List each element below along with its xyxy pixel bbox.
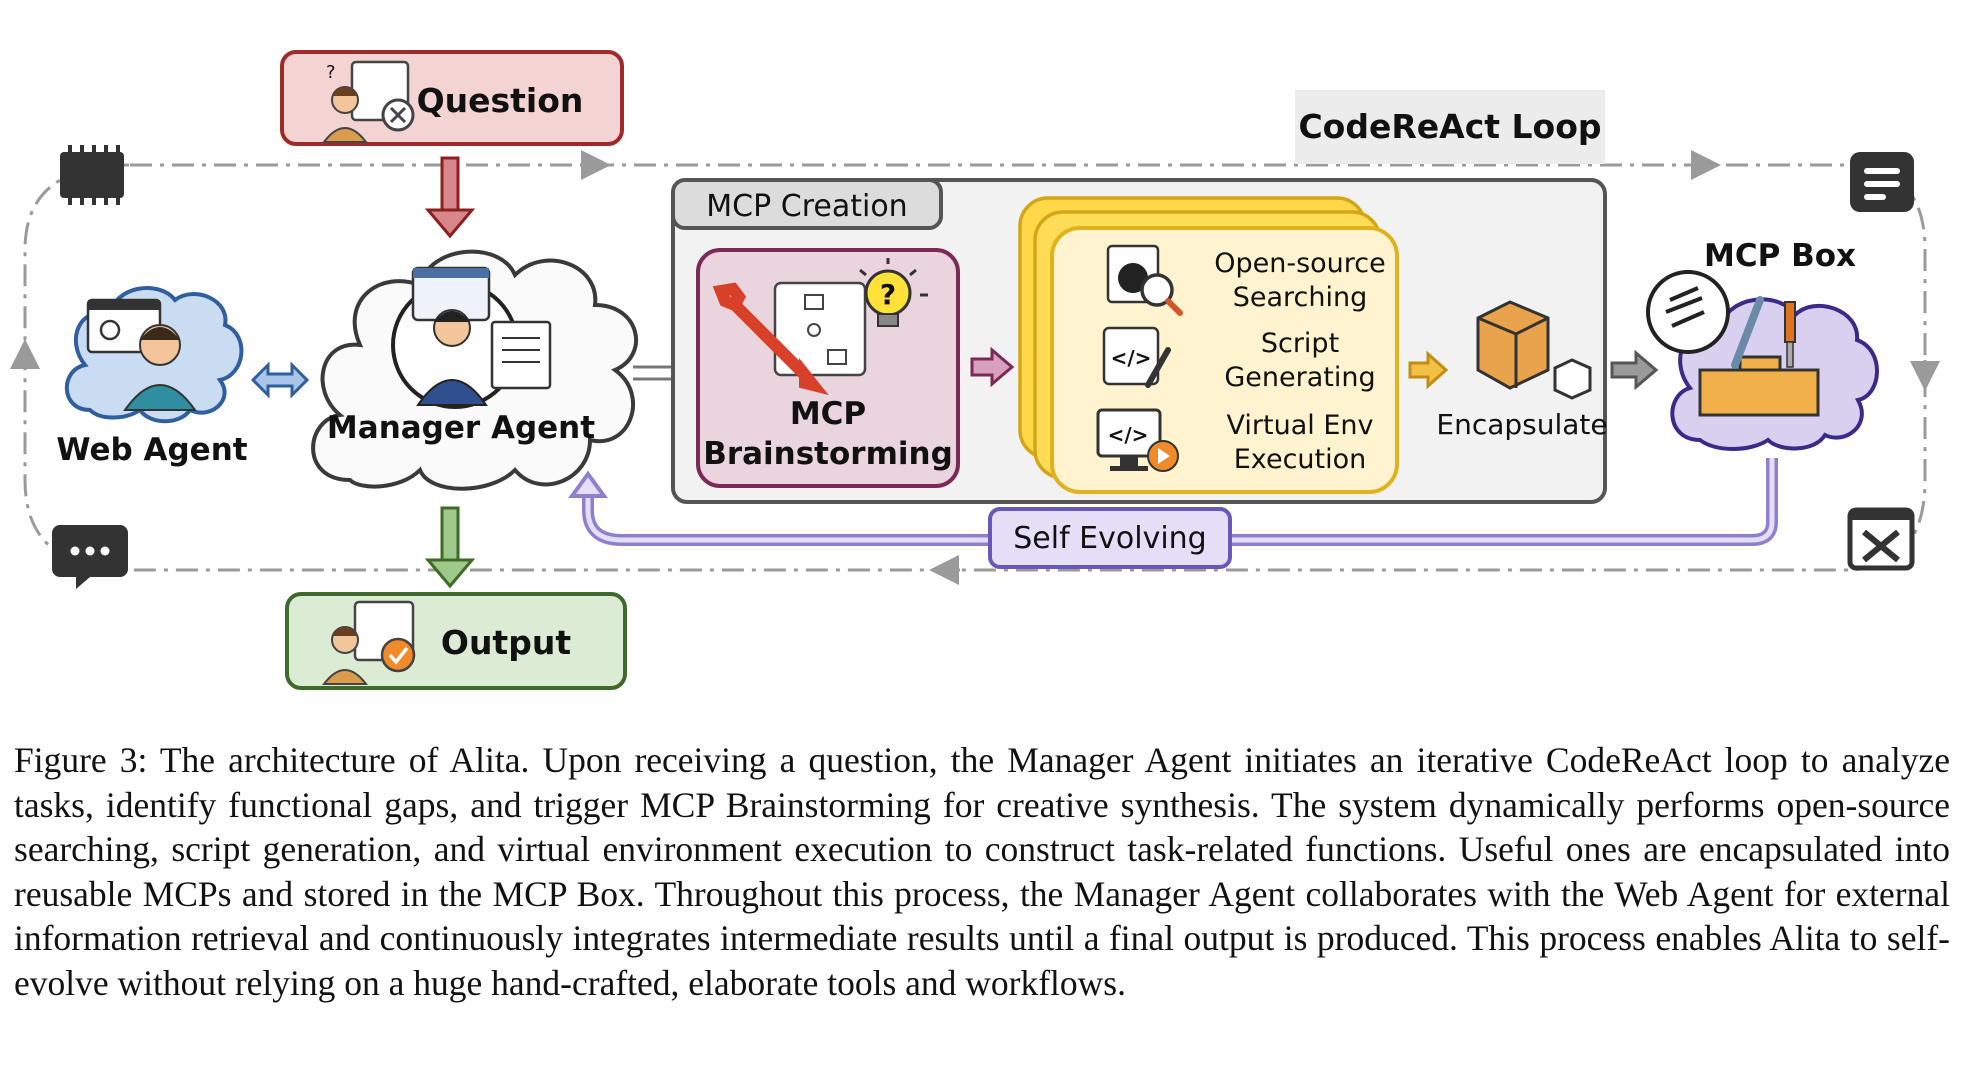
step-open-source-line2: Searching xyxy=(1233,282,1368,313)
mcp-creation-label: MCP Creation xyxy=(706,189,907,224)
chip-icon xyxy=(60,145,124,205)
svg-text:</>: </> xyxy=(1111,346,1152,370)
github-search-icon xyxy=(1106,244,1183,316)
manager-person-icon xyxy=(391,266,552,409)
web-manager-bidirectional-arrow xyxy=(250,361,310,399)
mcp-brainstorming-label-line2: Brainstorming xyxy=(703,436,953,472)
self-evolving-label: Self Evolving xyxy=(1013,521,1206,556)
brainstorm-to-steps-arrow xyxy=(970,346,1015,388)
web-person-icon xyxy=(86,298,197,411)
lightbulb-icon: ? xyxy=(859,258,928,327)
mcp-brainstorming-label-line1: MCP xyxy=(790,396,866,432)
figure-caption: Figure 3: The architecture of Alita. Upo… xyxy=(14,740,1950,1003)
svg-text:?: ? xyxy=(880,278,896,311)
codereact-loop-label: CodeReAct Loop xyxy=(1298,107,1601,146)
question-to-manager-arrow xyxy=(424,156,476,239)
web-agent-label: Web Agent xyxy=(56,432,247,468)
step-virtual-env-line2: Execution xyxy=(1234,444,1367,475)
step-open-source-line1: Open-source xyxy=(1214,248,1386,279)
toolbox-icon xyxy=(1646,270,1820,417)
encapsulate-label: Encapsulate xyxy=(1436,408,1607,441)
step-script-line1: Script xyxy=(1261,328,1339,359)
codereact-loop-label-bg xyxy=(1295,90,1605,164)
step-script-line2: Generating xyxy=(1224,362,1375,393)
tools-window-icon xyxy=(1847,507,1915,571)
step-virtual-env-line1: Virtual Env xyxy=(1227,410,1374,441)
architecture-diagram: CodeReAct Loop ? Question xyxy=(9,50,1940,690)
chat-bubble-icon xyxy=(52,525,128,589)
manager-agent-label: Manager Agent xyxy=(327,410,595,446)
svg-text:</>: </> xyxy=(1108,423,1149,447)
svg-text:?: ? xyxy=(326,62,336,83)
self-evolving-arrowhead xyxy=(568,470,608,498)
script-code-icon: </> xyxy=(1102,326,1171,388)
steps-to-encapsulate-arrow xyxy=(1408,350,1449,390)
document-icon xyxy=(1850,152,1914,212)
self-evolving-box xyxy=(988,507,1232,569)
manager-to-creation-connector xyxy=(633,365,673,381)
output-label: Output xyxy=(441,623,571,662)
virtual-env-monitor-icon: </> xyxy=(1096,408,1179,472)
mcp-creation-tab xyxy=(671,178,943,230)
brainstorm-wrench-icon xyxy=(712,281,867,396)
satisfied-person-icon xyxy=(321,600,416,685)
package-box-icon xyxy=(1476,300,1592,400)
creation-to-mcp-box-arrow xyxy=(1610,349,1659,391)
mcp-box-label: MCP Box xyxy=(1704,238,1856,274)
manager-to-output-arrow xyxy=(424,506,476,589)
confused-person-icon: ? xyxy=(321,60,415,143)
question-label: Question xyxy=(417,81,584,120)
